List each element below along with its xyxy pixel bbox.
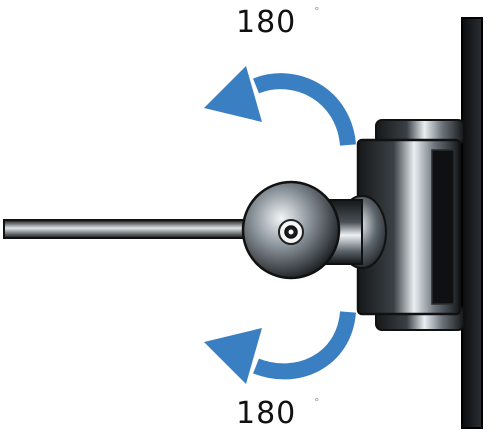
rotation-top-value: 180 — [236, 5, 297, 40]
ball-joint-screw-hole — [288, 229, 294, 235]
rotation-bottom-unit: ° — [314, 396, 320, 409]
rotation-bottom-value: 180 — [236, 396, 297, 431]
clockwise-arrow-icon — [204, 310, 356, 384]
rotation-top-unit: ° — [314, 5, 320, 18]
wall-plate — [461, 17, 483, 429]
mount-arm — [3, 219, 257, 239]
bracket-inner-panel — [431, 149, 455, 305]
counter-clockwise-arrow-icon — [204, 66, 356, 147]
